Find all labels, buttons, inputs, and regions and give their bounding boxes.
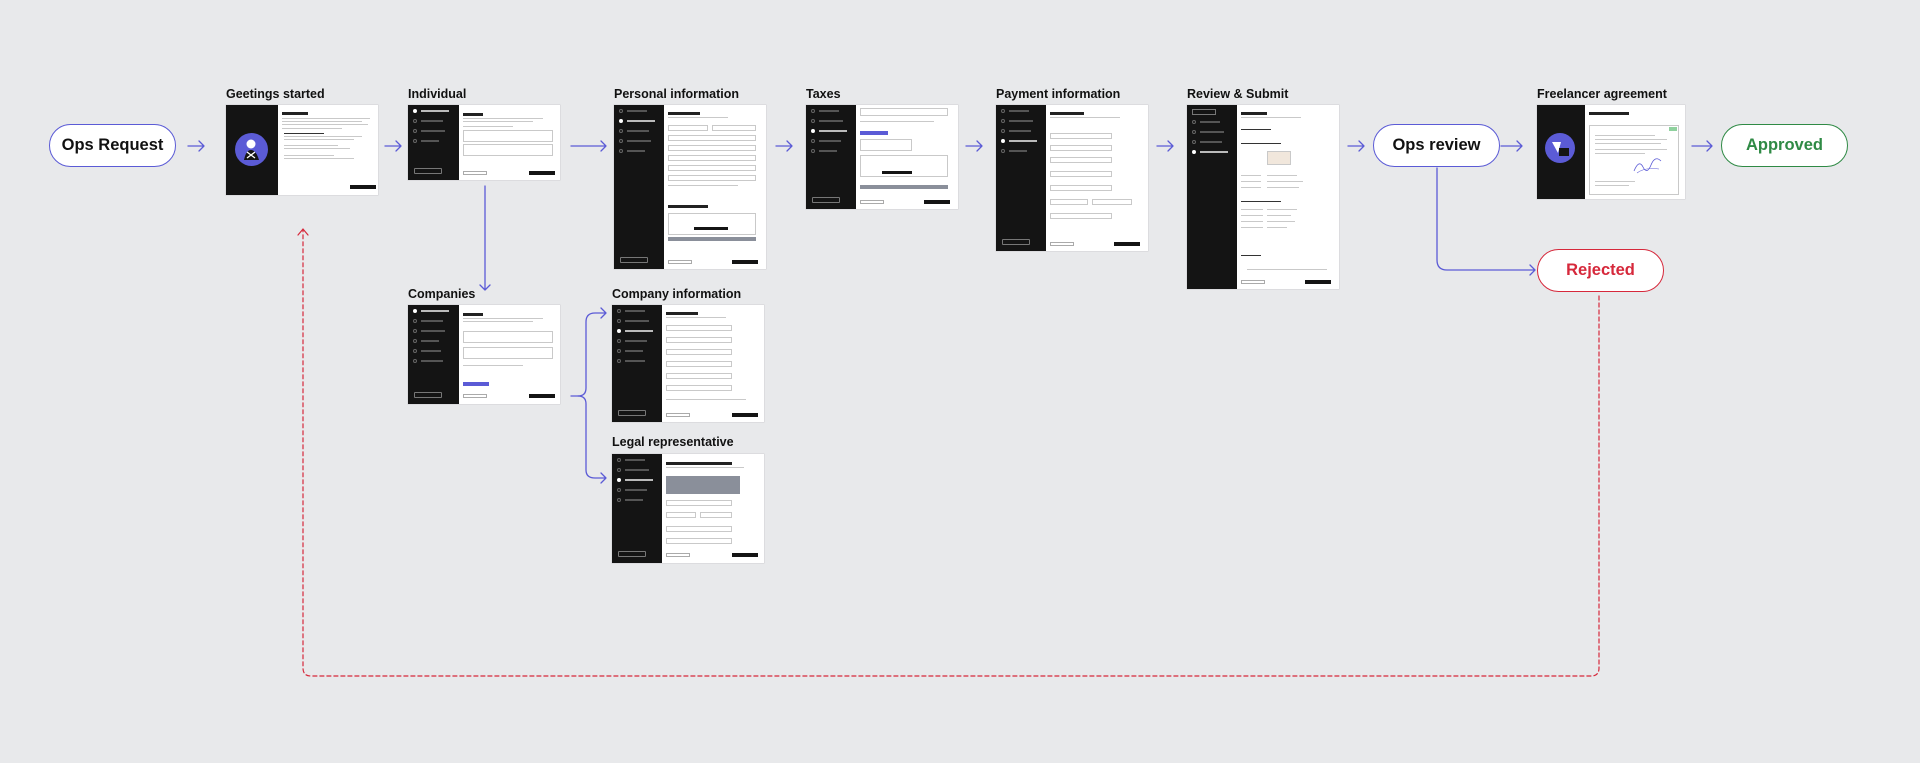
screen-label-legal-representative: Legal representative [612,435,734,449]
reject-loop-path [302,229,1600,677]
arrow-taxes-to-payment [965,140,983,152]
rejected-node[interactable]: Rejected [1537,249,1664,292]
thumb-sidebar [996,105,1046,251]
rejected-label: Rejected [1566,261,1635,279]
thumb-getting-started[interactable] [226,105,378,195]
screen-label-individual: Individual [408,87,467,101]
thumb-sidebar [612,454,662,563]
thumb-main [662,305,764,422]
thumb-legal-representative[interactable] [612,454,764,563]
ops-review-label: Ops review [1392,136,1481,154]
reject-loop-arrowhead [297,228,309,236]
screen-label-getting-started: Geetings started [226,87,325,101]
ops-review-node[interactable]: Ops review [1373,124,1500,167]
approved-node[interactable]: Approved [1721,124,1848,167]
approved-label: Approved [1745,136,1823,154]
arrow-individual-to-personal [570,140,607,152]
thumb-sidebar [1187,105,1237,289]
arrow-start-to-individual [384,140,402,152]
thumb-personal-information[interactable] [614,105,766,269]
thumb-main [1046,105,1148,251]
thumb-review-submit[interactable] [1187,105,1339,289]
thumb-sidebar [408,305,459,404]
arrow-personal-to-taxes [775,140,793,152]
thumb-companies[interactable] [408,305,560,404]
thumb-main [1585,105,1685,199]
arrow-individual-to-companies [479,185,491,291]
welcome-illustration-icon [235,133,268,166]
arrow-agreement-to-approved [1691,140,1713,152]
thumb-sidebar [614,105,664,269]
arrow-opsreview-to-rejected [1436,167,1536,276]
ops-request-node[interactable]: Ops Request [49,124,176,167]
thumb-individual[interactable] [408,105,560,180]
screen-label-personal-information: Personal information [614,87,740,101]
thumb-main [1237,105,1339,289]
screen-label-companies: Companies [408,287,476,301]
arrow-payment-to-review [1156,140,1174,152]
thumb-payment-information[interactable] [996,105,1148,251]
arrow-opsreview-to-agreement [1500,140,1523,152]
agreement-illustration-icon [1545,133,1575,163]
arrow-review-to-opsreview [1347,140,1365,152]
thumb-main [459,305,560,404]
thumb-sidebar [612,305,662,422]
thumb-main [662,454,764,563]
ops-request-label: Ops Request [61,136,164,154]
thumb-main [278,105,378,195]
thumb-main [664,105,766,269]
thumb-sidebar [806,105,856,209]
thumb-main [856,105,958,209]
thumb-main [459,105,560,180]
arrow-ops-to-start [187,140,205,152]
arrow-companies-to-legal [577,395,607,484]
thumb-freelancer-agreement[interactable] [1537,105,1685,199]
thumb-sidebar [408,105,459,180]
screen-label-freelancer-agreement: Freelancer agreement [1537,87,1667,101]
thumb-company-information[interactable] [612,305,764,422]
signature-icon [1633,158,1662,174]
screen-label-review-submit: Review & Submit [1187,87,1289,101]
thumb-sidebar [226,105,278,195]
screen-label-taxes: Taxes [806,87,841,101]
screen-label-payment-information: Payment information [996,87,1121,101]
screen-label-company-information: Company information [612,287,742,301]
arrow-companies-branch [570,307,607,397]
thumb-sidebar [1537,105,1585,199]
thumb-taxes[interactable] [806,105,958,209]
